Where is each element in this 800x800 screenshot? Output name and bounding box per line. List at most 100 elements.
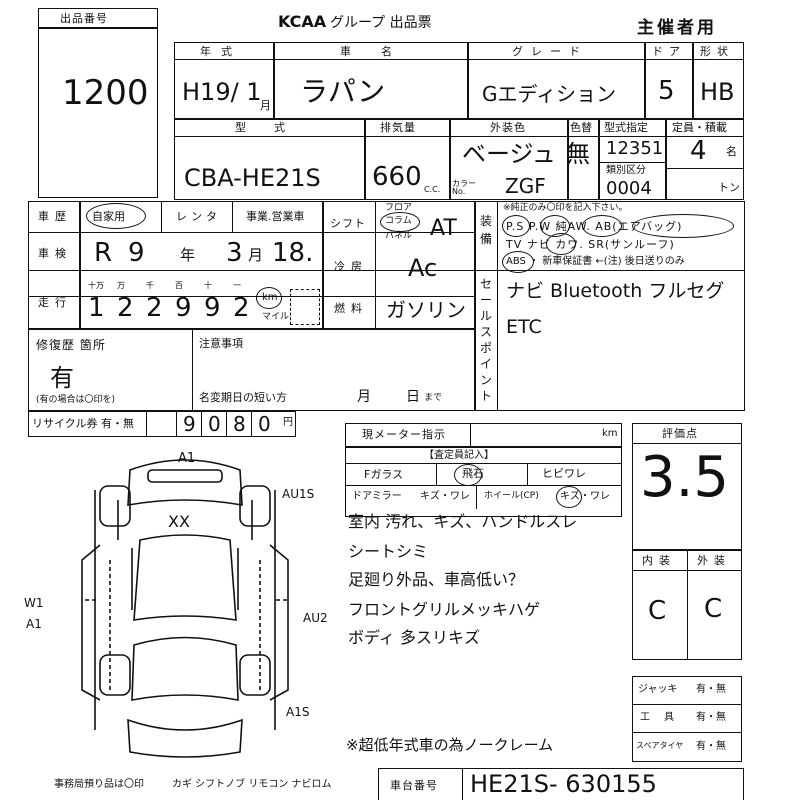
row2-box [174,119,744,200]
cap-value: 4 [690,136,707,166]
vehicle-block [28,201,475,329]
month-unit: 月 [260,99,271,112]
sale-points-side-label: セールスポイント [480,277,493,403]
shift-label: シフト [330,217,366,230]
form-title: グループ 出品票 [330,15,432,31]
aircon-value: Ac [408,254,438,282]
recycle-digit: 0 [208,412,221,436]
comment-1: 室内 汚れ、キズ、ハンドルスレ [348,512,578,531]
org-logo: KCAA [278,12,327,31]
mile-unit: マイル [262,312,290,322]
fuel-label: 燃料 [334,302,368,315]
equipment-box [475,201,745,411]
year-label: 年式 [200,45,242,58]
color-label: 外装色 [490,121,526,134]
chassis-value: HE21S- 630155 [470,770,657,798]
doors-value: 5 [658,76,675,106]
type-value: CBA-HE21S [184,164,321,192]
history-business: 事業.営業車 [246,210,305,223]
glass-crack: ヒビワレ [542,467,586,480]
tool-opt: 有・無 [696,712,726,723]
shift-panel: パネル [385,231,413,241]
grade-label: グレード [512,45,588,58]
ton-unit: トン [718,181,740,194]
disp-unit: C.C. [424,185,441,194]
comment-2: シートシミ [348,542,429,561]
mirror-opt: キズ・ワレ [420,491,470,502]
history-label: 車歴 [38,210,72,223]
tools-box [632,676,742,762]
recycle-box [28,411,296,437]
color-value: ベージュ [462,140,556,168]
cap-label: 定員・積載 [672,121,727,134]
wheel-rear-left [99,654,131,696]
cls-label: 類別区分 [606,165,646,176]
spec-value: 12351 [606,138,664,159]
doors-label: ドア [652,45,686,58]
history-rental: レンタ [176,210,221,223]
cabin-outline [133,534,237,621]
repair-box [28,329,475,411]
inspection-label: 車検 [38,247,72,260]
lot-label: 出品番号 [60,12,108,25]
repair-note: (有の場合は〇印を) [36,395,116,405]
damage-front: A1 [178,451,195,466]
type-label: 型式 [235,121,313,134]
sale-points-line1: ナビ Bluetooth フルセグ [506,280,725,302]
chassis-box [378,768,744,800]
repair-value: 有 [50,364,74,392]
year-value: H19/ 1 [182,78,262,106]
mileage-digit: 9 [204,293,221,323]
spec-label: 型式指定 [604,121,648,134]
glass-label: Fガラス [364,468,404,481]
mileage-digit: 2 [146,293,163,323]
equipment-row2: TV ナビ カワ. SR(サンルーフ) [506,238,675,251]
recycle-digit: 9 [183,412,196,436]
row1-box [174,42,744,119]
interior-label: 内装 [642,554,676,567]
navi-circle [546,233,576,255]
rear-bumper-outline [127,718,243,758]
repair-label: 修復歴 箇所 [36,338,106,352]
mileage-digit: 2 [233,293,250,323]
comment-6: ※超低年式車の為ノークレーム [346,736,554,754]
wheel-rear-right [239,654,271,696]
comment-5: ボディ 多スリキズ [348,628,480,647]
mileage-place-label: 十万 [88,281,104,290]
tool-label: 工具 [640,712,688,723]
damage-left-top: W1 [24,596,44,610]
glass-chip-circle [454,464,482,486]
recycle-unit: 円 [283,417,293,428]
mileage-place-label: 千 [146,281,154,290]
model-value: ラパン [300,75,386,108]
score-label: 評価点 [662,427,698,440]
ab-circle [632,214,734,238]
model-label: 車名 [340,45,422,58]
comment-3: 足廻り外品、車高低い？ [348,570,525,589]
recycle-digit-cell: 0 [251,412,276,436]
disp-label: 排気量 [380,121,416,134]
shift-value: AT [430,216,457,241]
aw-circle [582,215,622,237]
recolor-label: 色替 [570,121,592,134]
mileage-box [290,289,320,325]
recycle-label: リサイクル券 有・無 [32,417,134,430]
lot-box [38,8,158,198]
recycle-digit-cell: 9 [176,412,201,436]
mileage-place-label: 万 [117,281,125,290]
chassis-label: 車台番号 [390,779,438,792]
exterior-label: 外装 [697,554,731,567]
damage-center: XX [168,512,190,531]
aircon-label: 冷房 [334,260,368,273]
exterior-value: C [704,594,723,624]
disp-value: 660 [372,162,422,192]
grade-value: Gエディション [482,82,617,106]
spare-label: スペアタイヤ [636,741,684,750]
mileage-digit: 2 [117,293,134,323]
mileage-label: 走行 [38,296,72,309]
expiry-day: 日 [406,389,420,405]
cls-value: 0004 [606,178,652,199]
rear-outline [131,636,239,701]
mileage-place-label: 十 [204,281,212,290]
